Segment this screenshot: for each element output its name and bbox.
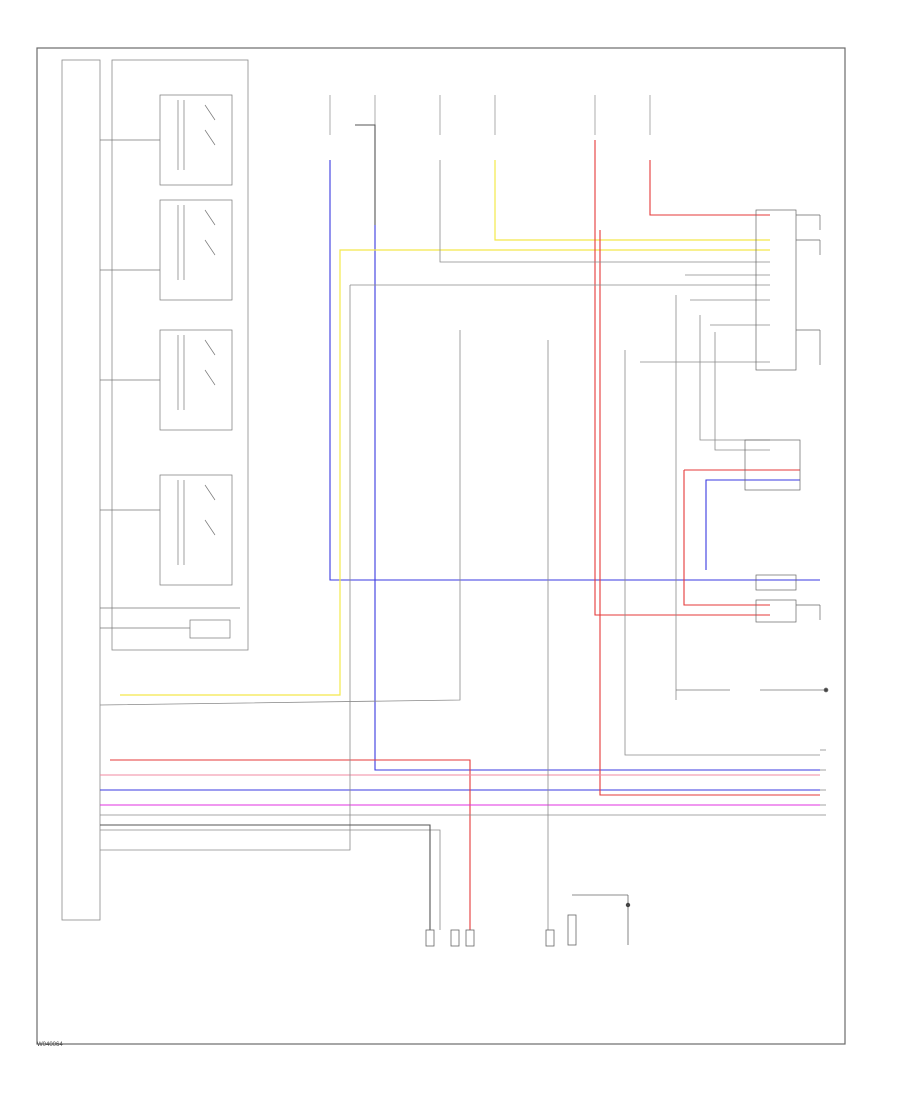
wire-blue: [100, 160, 820, 791]
diagram-frame: [36, 47, 846, 1045]
wire-dark: [100, 124, 431, 930]
relay-block-1: [100, 94, 233, 186]
relay-block-4: [100, 474, 233, 586]
relay-block-3: [100, 329, 233, 431]
terminal-ticks: [820, 749, 826, 816]
reference-code: W040064: [37, 1042, 63, 1048]
ground-icon: [625, 902, 631, 908]
wire-gray: [99, 160, 820, 930]
instrument-connector: [676, 687, 829, 693]
connector-block-right: [744, 209, 821, 623]
wire-red: [110, 140, 820, 930]
top-fuses: [329, 95, 651, 135]
ecu-module: [61, 59, 249, 921]
bottom-connector-ends: [425, 894, 629, 947]
relay-block-2: [100, 199, 233, 301]
wire-yellow: [120, 160, 770, 696]
small-switch: [100, 607, 240, 639]
